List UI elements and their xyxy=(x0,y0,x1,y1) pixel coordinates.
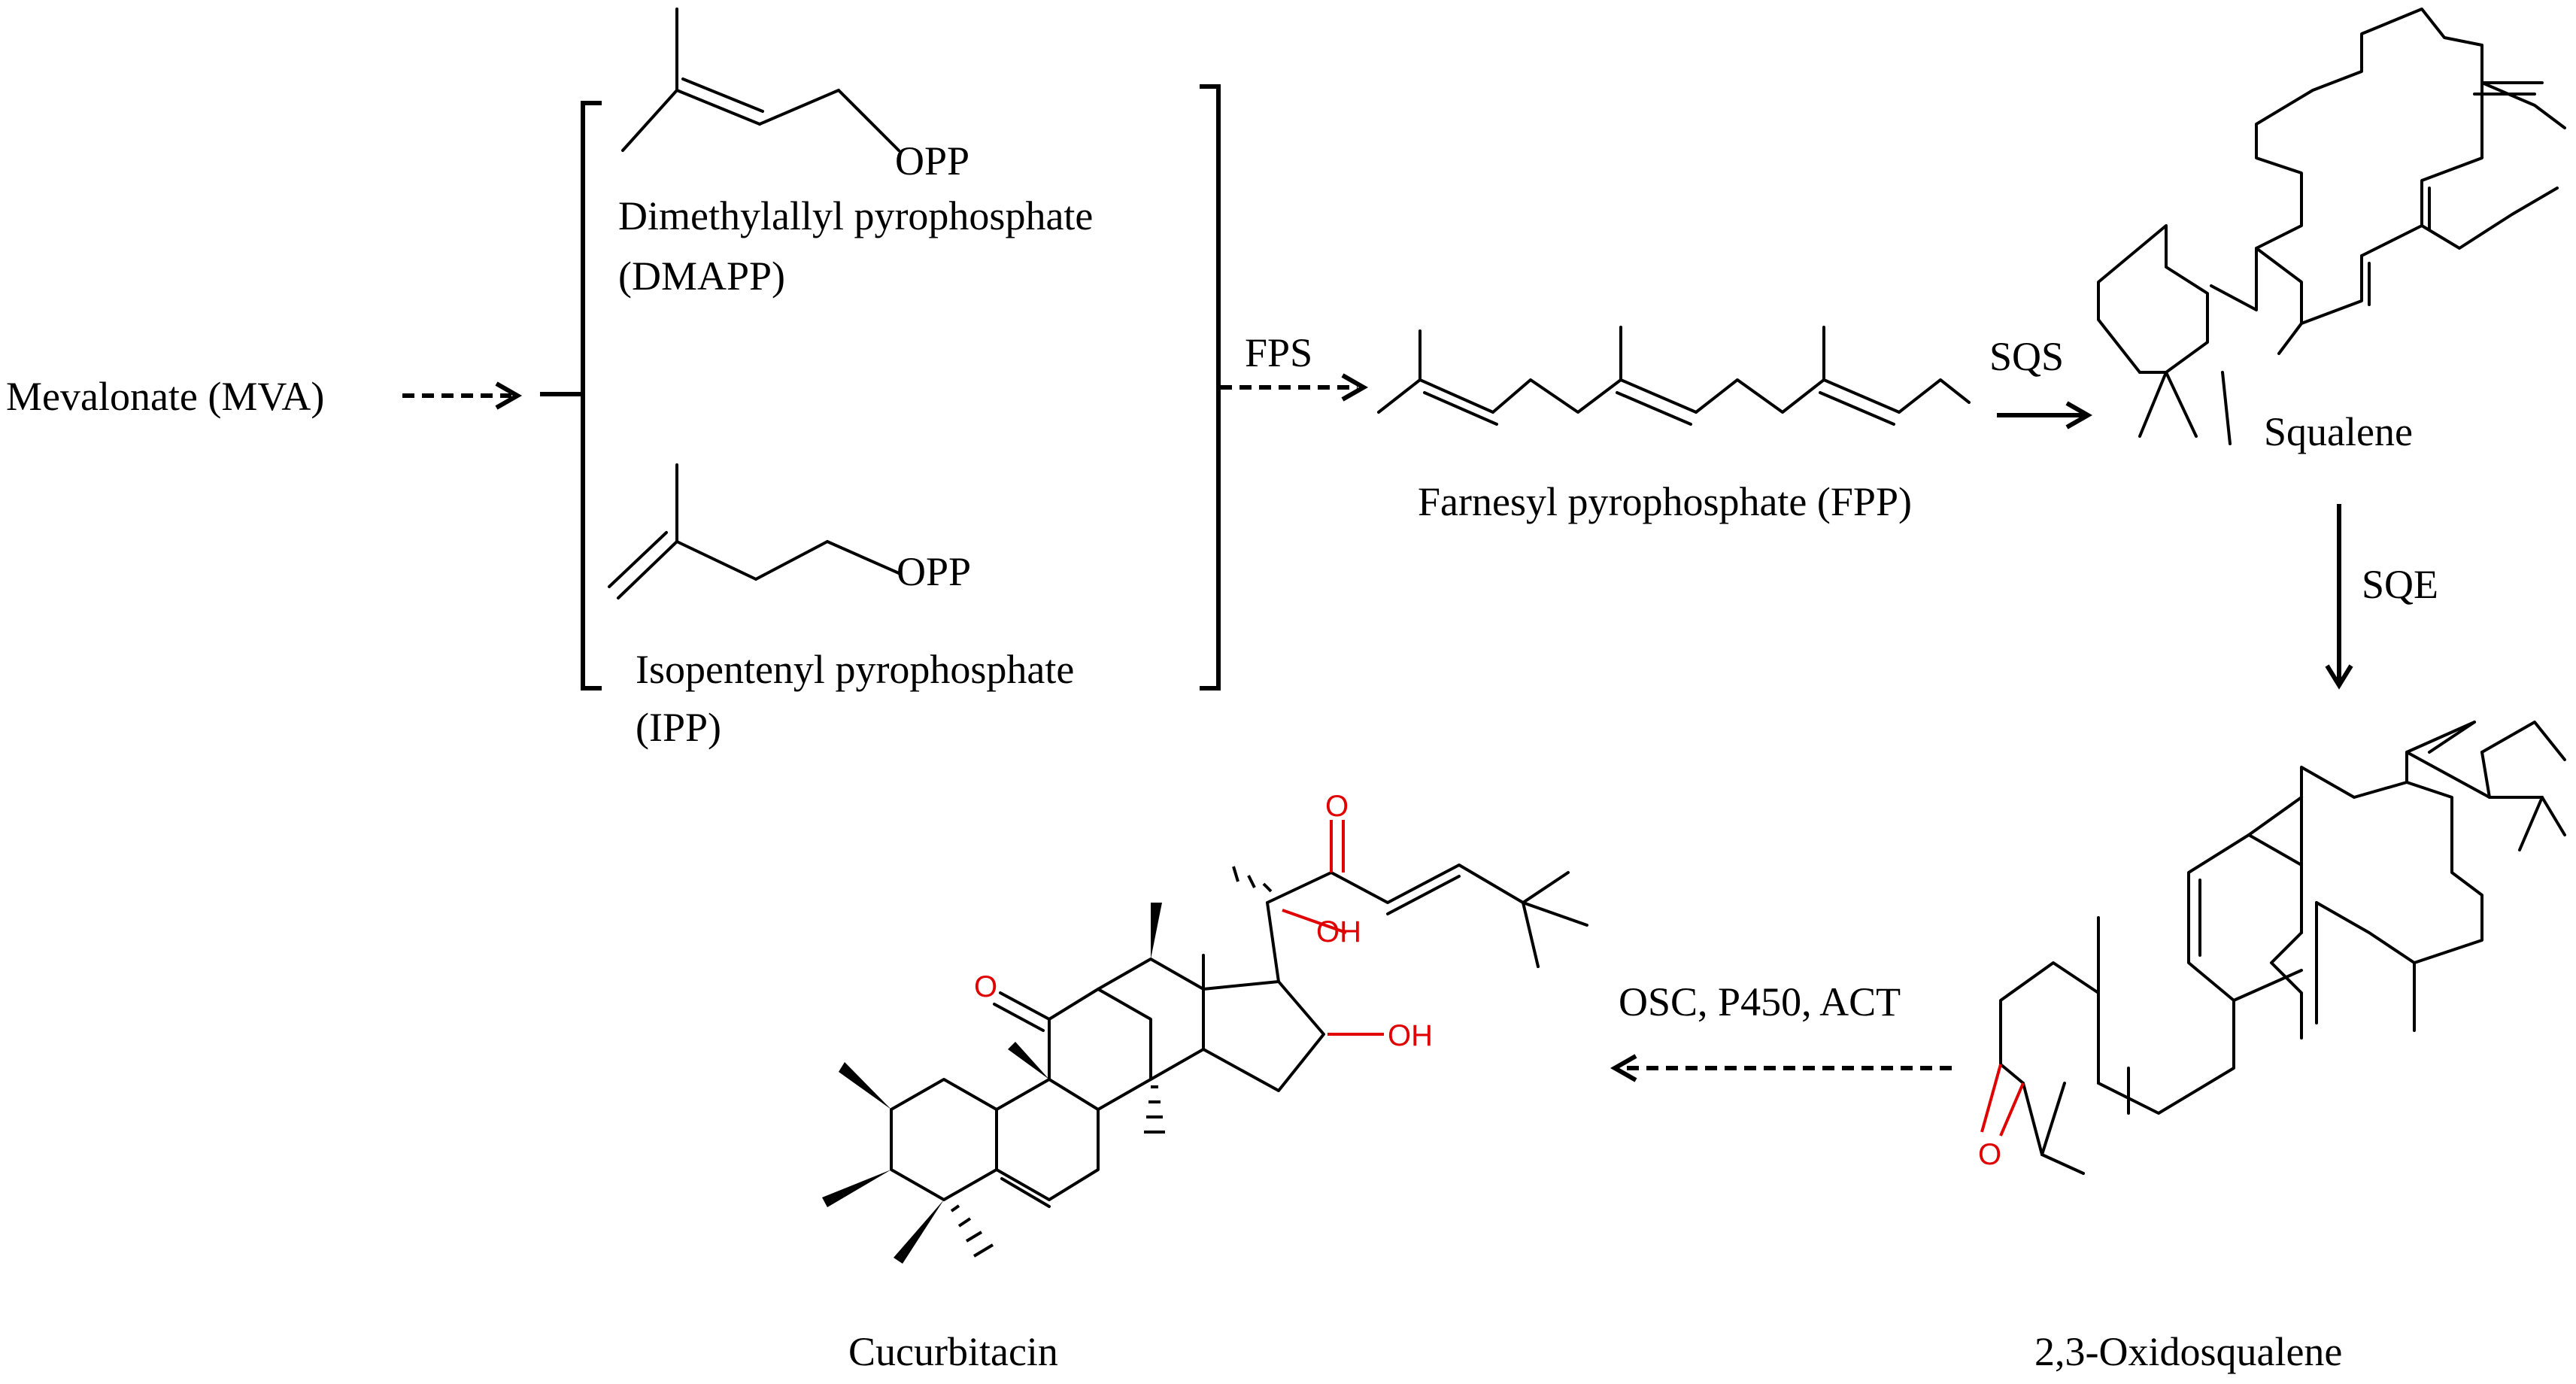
arrow-cyclization xyxy=(1610,1054,1952,1082)
oxidosqualene-label: 2,3-Oxidosqualene xyxy=(2034,1329,2342,1374)
precursor-bracket xyxy=(540,84,1221,690)
enzyme-sqs-label: SQS xyxy=(1989,334,2064,379)
squalene-structure xyxy=(2097,8,2566,445)
ipp-structure xyxy=(608,463,900,599)
epoxide-oxygen-label: O xyxy=(1978,1138,2001,1171)
dmapp-opp-label: OPP xyxy=(895,138,969,184)
cucurbitacin-structure xyxy=(890,820,1588,1208)
c11-ketone-oxygen-label: O xyxy=(974,970,997,1003)
cucurbitacin-label: Cucurbitacin xyxy=(848,1329,1058,1374)
arrow-sqs xyxy=(1997,401,2093,429)
arrow-mva-to-precursors xyxy=(402,381,523,410)
mva-label: Mevalonate (MVA) xyxy=(6,374,324,419)
oxidosqualene-structure xyxy=(1999,721,2566,1175)
dmapp-name-label: Dimethylallyl pyrophosphate xyxy=(618,193,1093,238)
arrow-fps xyxy=(1220,373,1369,402)
fpp-label: Farnesyl pyrophosphate (FPP) xyxy=(1418,479,1912,524)
arrow-sqe xyxy=(2325,504,2353,690)
c16-hydroxyl-label: OH xyxy=(1388,1019,1433,1052)
enzyme-fps-label: FPS xyxy=(1245,330,1312,375)
epoxide-ring xyxy=(1980,1064,2025,1137)
c24-ketone-oxygen-label: O xyxy=(1325,790,1349,823)
cucurbitacin-stereo-bonds xyxy=(822,866,1273,1264)
enzyme-sqe-label: SQE xyxy=(2362,562,2438,607)
ipp-opp-label: OPP xyxy=(897,549,971,594)
c20-hydroxyl-label: OH xyxy=(1316,915,1361,948)
dmapp-structure xyxy=(621,8,900,152)
ipp-name-label: Isopentenyl pyrophosphate xyxy=(636,647,1074,692)
enzyme-cyclization-label: OSC, P450, ACT xyxy=(1619,979,1901,1024)
fpp-structure xyxy=(1377,326,1971,426)
ipp-abbr-label: (IPP) xyxy=(636,705,721,750)
squalene-label: Squalene xyxy=(2264,409,2413,454)
dmapp-abbr-label: (DMAPP) xyxy=(618,253,785,299)
